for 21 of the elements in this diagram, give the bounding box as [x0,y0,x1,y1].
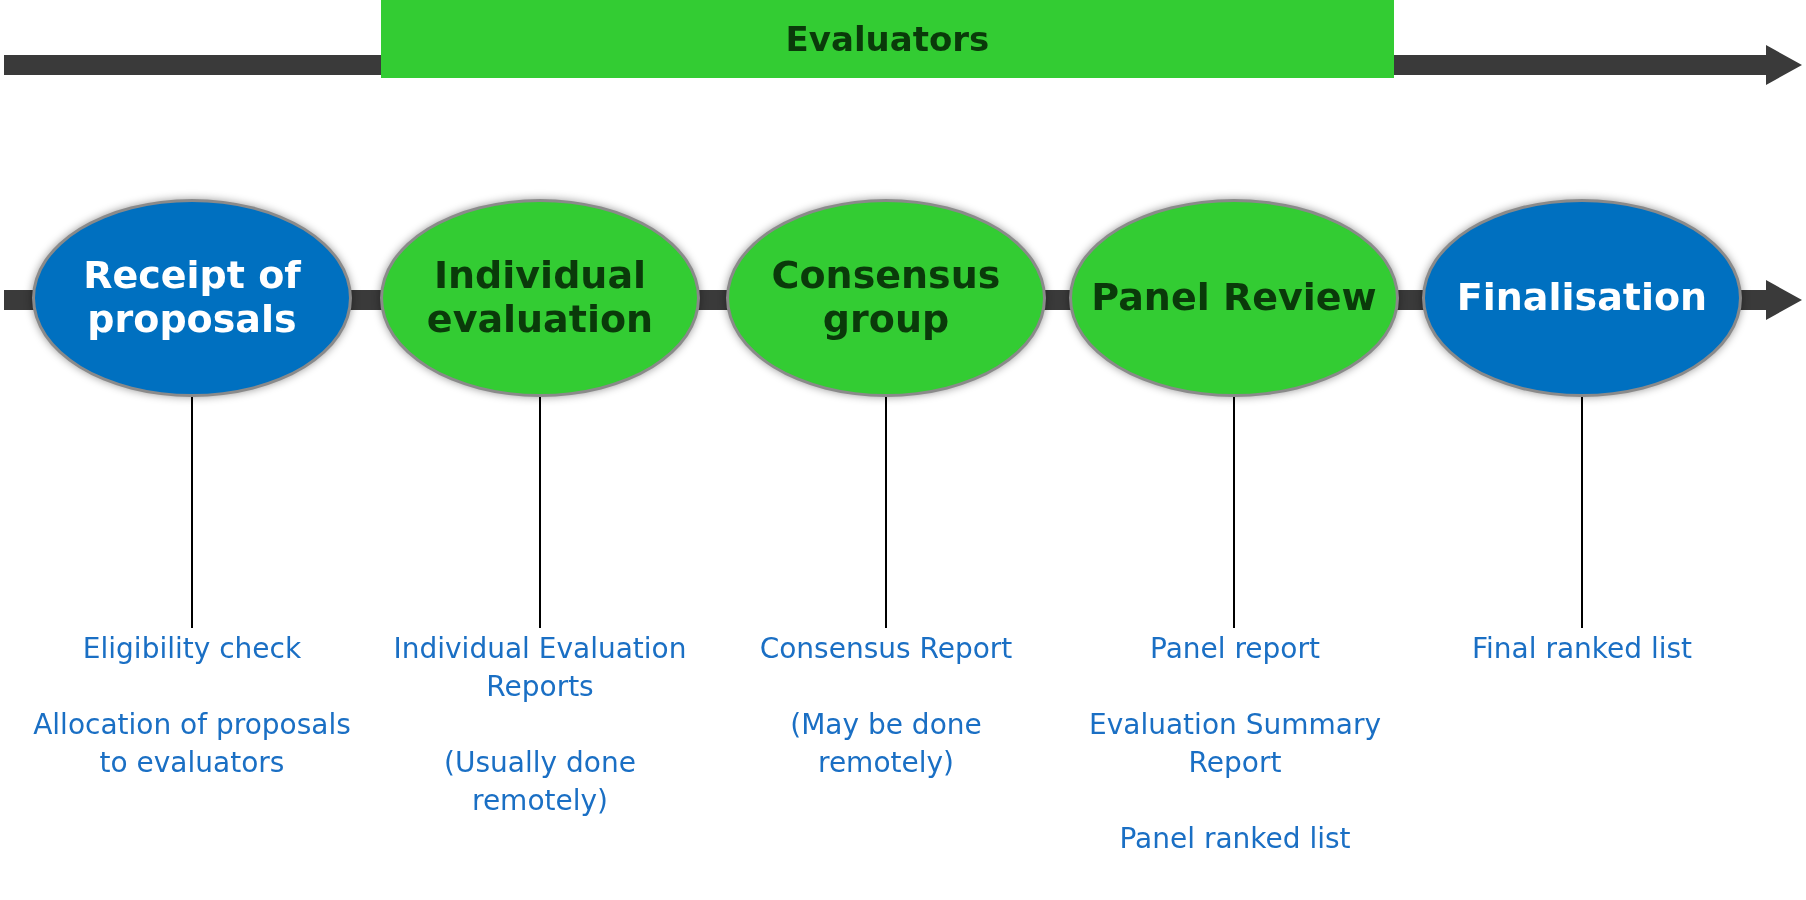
connector-line [1581,396,1583,629]
process-ellipse: Panel Review [1069,199,1399,397]
connector-line [1233,396,1235,629]
output-text: Consensus Report [759,631,1013,667]
process-ellipse: Individual evaluation [380,199,700,397]
output-text: Panel report [1150,631,1320,667]
output-text: Allocation of proposals to evaluators [32,707,352,781]
output-text: (May be done remotely) [789,707,983,781]
output-text: Panel ranked list [1119,821,1351,857]
connector-line [885,396,887,629]
output-text: Evaluation Summary Report [1088,707,1382,781]
lane-band: Evaluators [381,0,1394,78]
process-ellipse: Consensus group [726,199,1046,397]
output-text: (Usually done remotely) [443,745,637,819]
output-text: Final ranked list [1471,631,1693,667]
process-ellipse: Finalisation [1422,199,1742,397]
connector-line [191,396,193,629]
connector-line [539,396,541,629]
output-text: Eligibility check [82,631,302,667]
output-text: Individual Evaluation Reports [392,631,688,705]
process-ellipse: Receipt of proposals [32,199,352,397]
